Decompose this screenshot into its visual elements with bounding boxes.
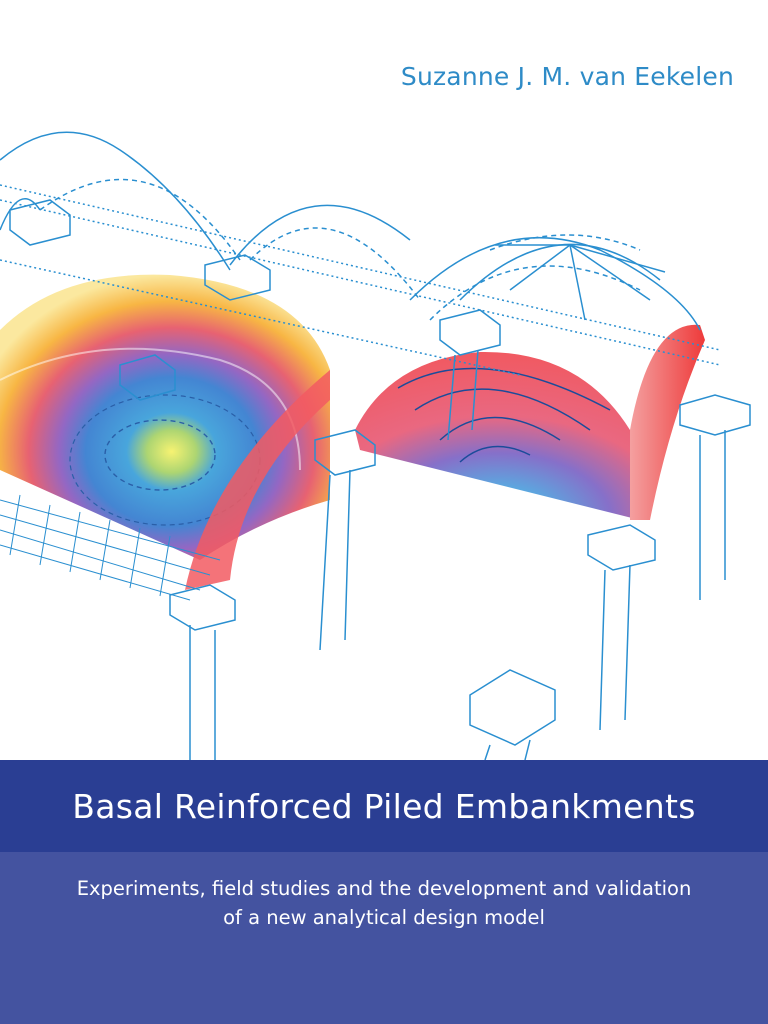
- left-arch-dome: [0, 274, 330, 590]
- subtitle-line-2: of a new analytical design model: [223, 906, 545, 929]
- title-band: Basal Reinforced Piled Embankments: [0, 760, 768, 852]
- piled-embankment-illustration: [0, 131, 751, 760]
- subtitle-band: Experiments, field studies and the devel…: [0, 852, 768, 1024]
- book-subtitle: Experiments, field studies and the devel…: [30, 874, 738, 932]
- right-arch-dome: [355, 324, 705, 520]
- book-title: Basal Reinforced Piled Embankments: [72, 786, 696, 826]
- subtitle-line-1: Experiments, field studies and the devel…: [76, 877, 692, 900]
- author-name: Suzanne J. M. van Eekelen: [400, 62, 734, 91]
- structure-line-art: [0, 131, 751, 760]
